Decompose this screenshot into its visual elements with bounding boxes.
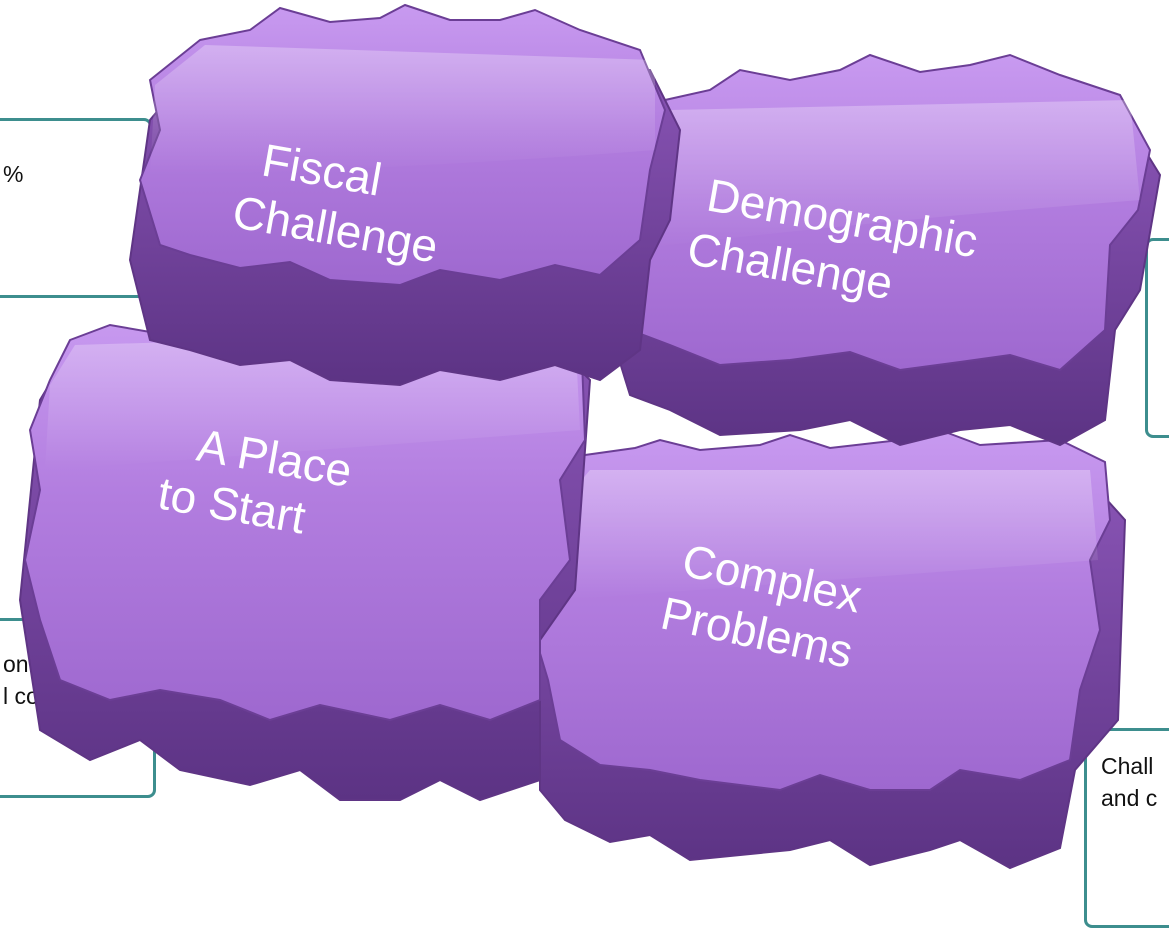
piece-fiscal-challenge: Fiscal Challenge	[128, 3, 682, 387]
callout-bottom-right-line2: and c	[1101, 785, 1158, 811]
callout-right	[1145, 238, 1169, 438]
callout-bottom-right-line1: Chall	[1101, 753, 1154, 779]
piece-complex-sheen	[560, 470, 1098, 600]
piece-demographic-challenge: Demographic Challenge	[608, 53, 1162, 447]
piece-demographic-sheen	[625, 100, 1140, 250]
piece-complex-problems: Complex Problems	[528, 428, 1127, 870]
callout-top-left: %	[0, 118, 152, 298]
piece-place-to-start: A Place to Start	[18, 313, 592, 802]
puzzle-diagram: % on l costs Chall and c	[0, 3, 1169, 928]
puzzle-graphic: Complex Problems A Place to Start Demogr…	[18, 3, 1162, 870]
callout-top-left-text: %	[3, 161, 24, 187]
callout-bottom-left-line1: on	[3, 651, 29, 677]
piece-fiscal-sheen	[150, 45, 655, 175]
